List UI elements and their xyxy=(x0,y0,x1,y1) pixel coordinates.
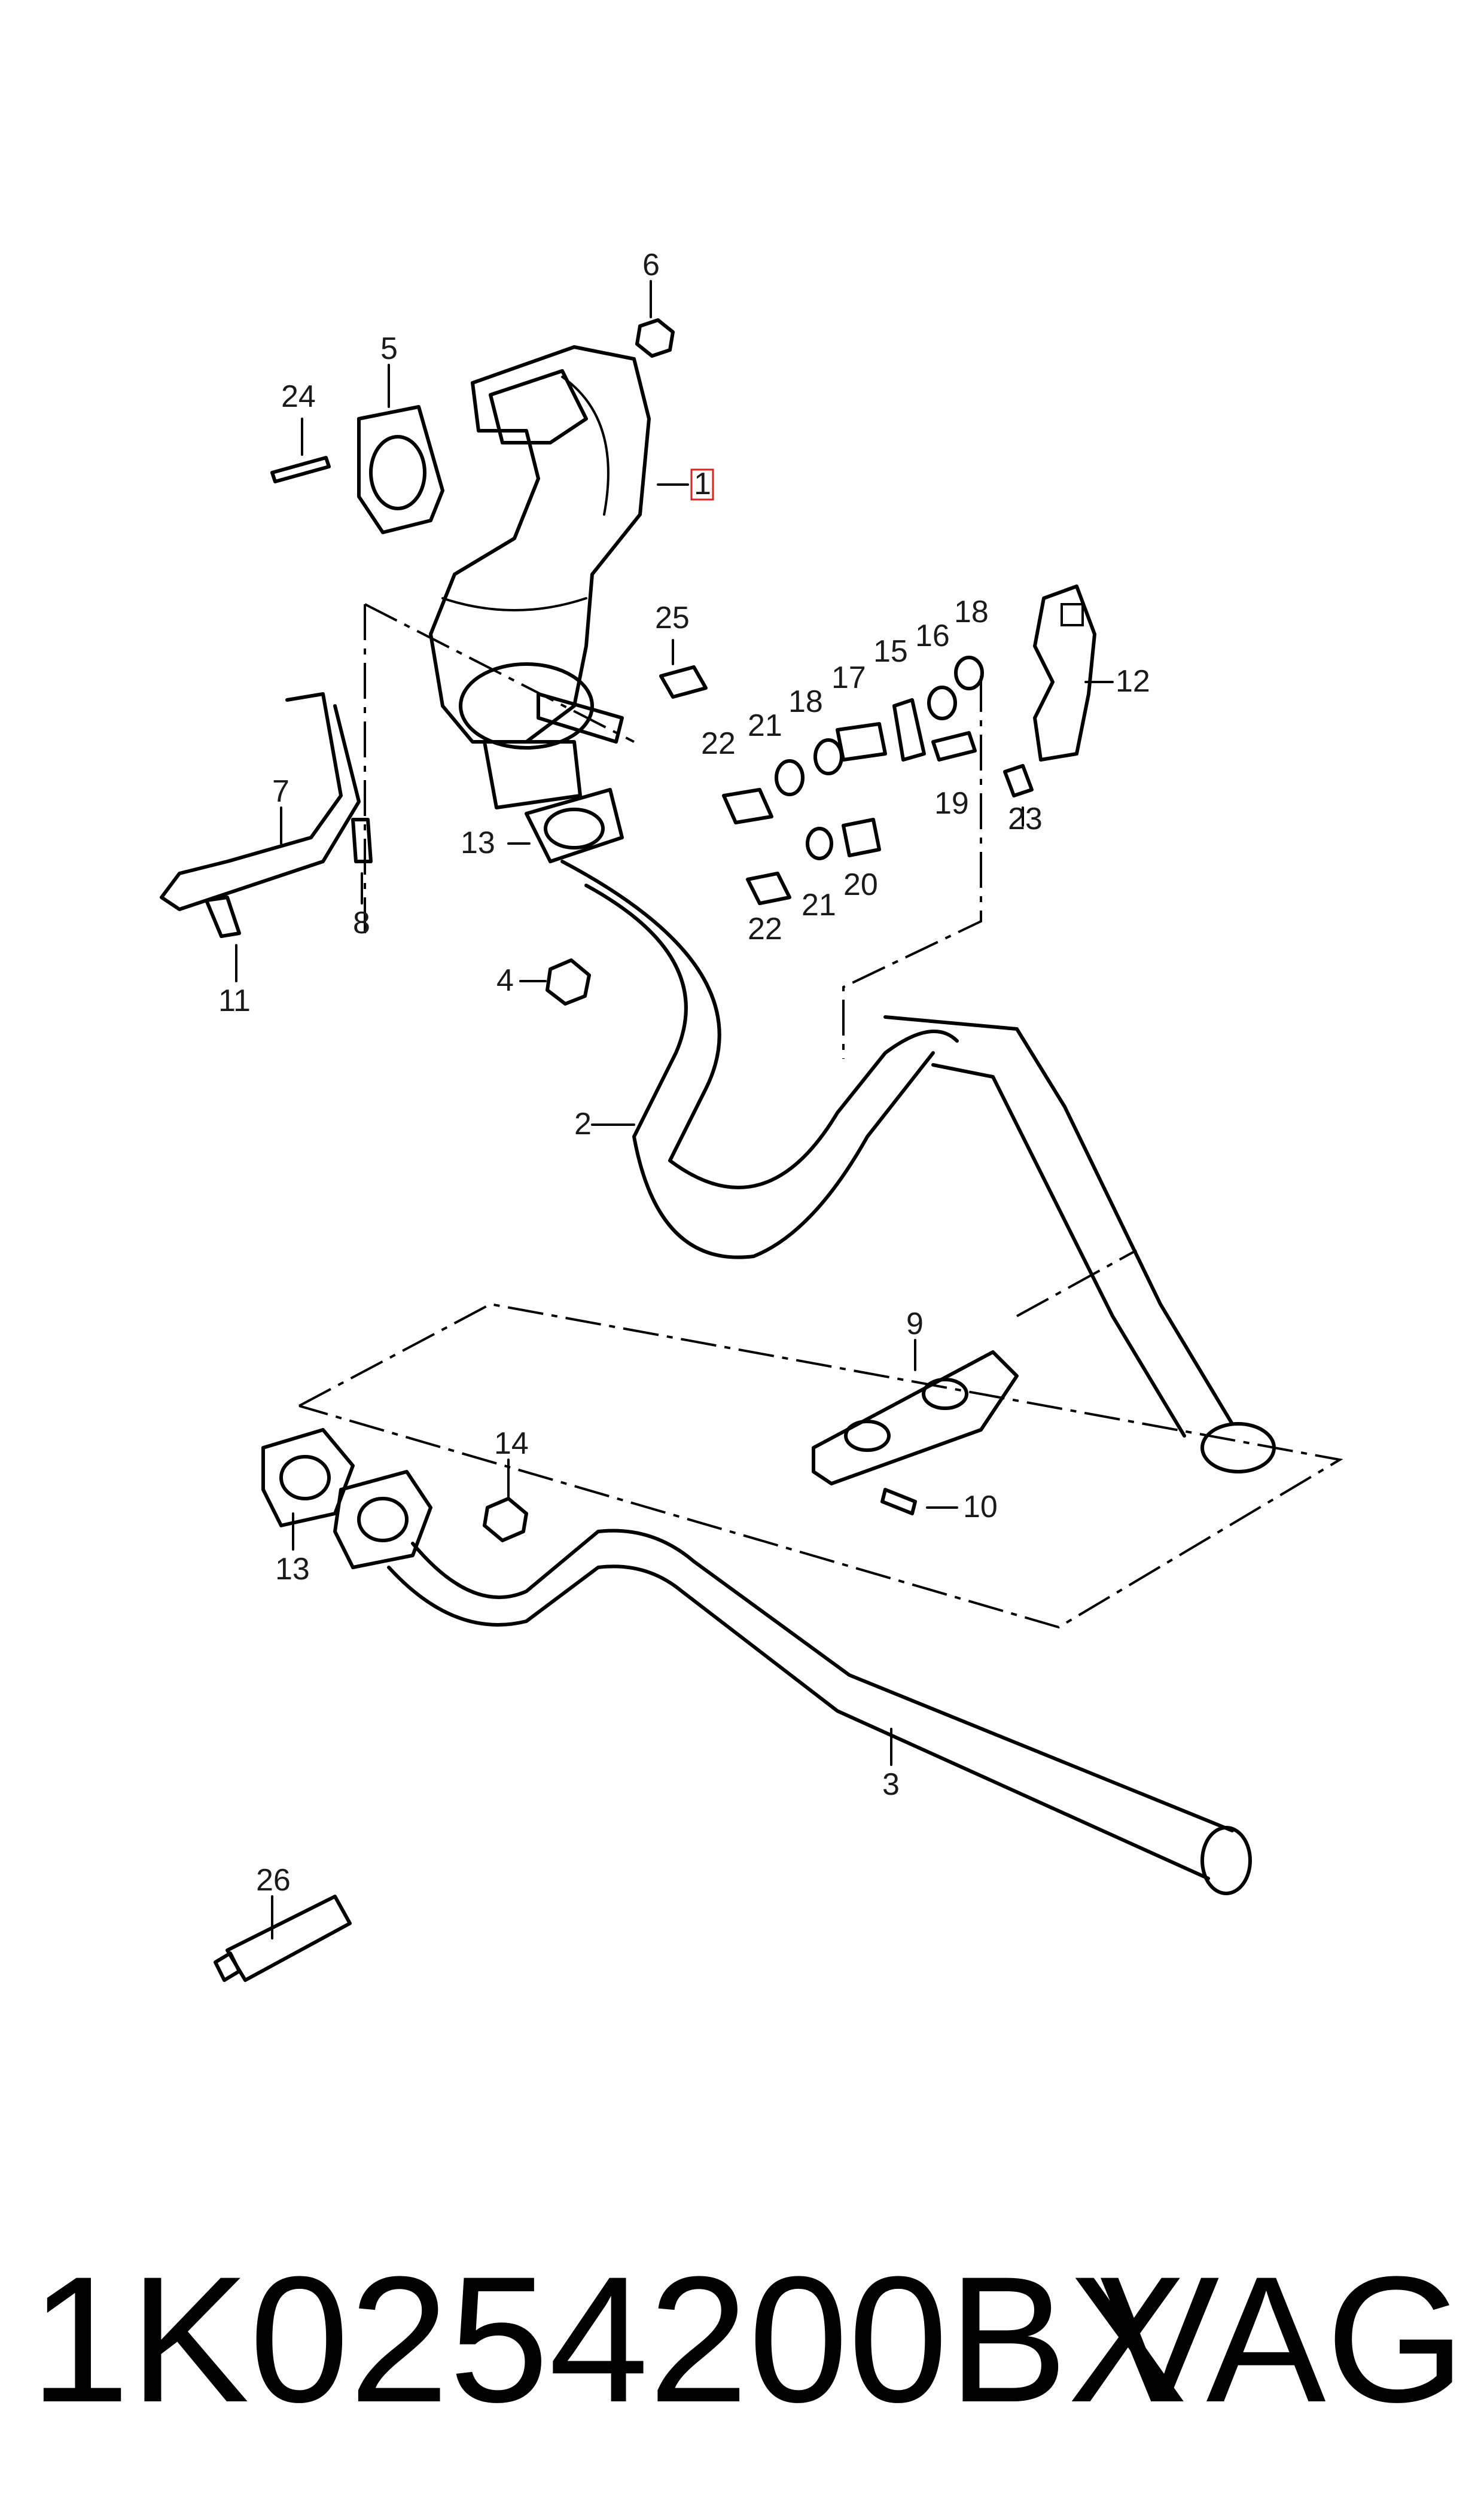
callout-21-upper[interactable]: 21 xyxy=(748,708,782,743)
callout-3[interactable]: 3 xyxy=(882,1767,900,1802)
callout-23[interactable]: 23 xyxy=(1008,802,1043,836)
callout-12[interactable]: 12 xyxy=(1116,664,1150,699)
callout-13-upper[interactable]: 13 xyxy=(461,826,495,860)
callout-2[interactable]: 2 xyxy=(574,1107,592,1141)
front-pipe[interactable] xyxy=(560,860,1276,1473)
callout-7[interactable]: 7 xyxy=(272,774,290,809)
nut-6[interactable] xyxy=(635,318,675,358)
assembly-lines xyxy=(298,603,1343,1629)
callout-19[interactable]: 19 xyxy=(934,786,969,821)
callout-15[interactable]: 15 xyxy=(873,634,908,669)
nut-14[interactable] xyxy=(483,1497,528,1542)
manifold-gasket[interactable] xyxy=(357,405,444,534)
callout-26[interactable]: 26 xyxy=(256,1863,291,1898)
callout-4[interactable]: 4 xyxy=(496,963,514,998)
callout-labels: 1 2 3 4 5 6 7 8 9 10 11 12 13 13 14 15 1… xyxy=(218,248,1150,1898)
callout-14[interactable]: 14 xyxy=(494,1426,529,1461)
leader-lines xyxy=(235,280,1114,1940)
callout-21-lower[interactable]: 21 xyxy=(802,888,836,922)
sealant-tube[interactable] xyxy=(214,1895,352,1982)
callout-10[interactable]: 10 xyxy=(963,1490,998,1524)
brand-name: VAG xyxy=(1099,2239,1465,2440)
flange-gasket-lower[interactable] xyxy=(261,1428,432,1569)
callout-18-right[interactable]: 18 xyxy=(954,595,989,629)
callout-5[interactable]: 5 xyxy=(380,331,398,366)
callout-24[interactable]: 24 xyxy=(281,379,316,414)
callout-22-lower[interactable]: 22 xyxy=(748,912,782,946)
callout-20[interactable]: 20 xyxy=(843,867,878,902)
flange-gasket-upper[interactable] xyxy=(525,788,624,863)
bracket-12[interactable] xyxy=(1033,584,1096,762)
callout-13-lower[interactable]: 13 xyxy=(275,1552,310,1587)
small-hardware-group[interactable] xyxy=(659,656,1034,905)
rear-pipe[interactable] xyxy=(387,1529,1252,1895)
callout-11[interactable]: 11 xyxy=(218,984,251,1018)
bolt-10[interactable] xyxy=(880,1488,917,1515)
callout-9[interactable]: 9 xyxy=(906,1307,924,1341)
callout-25[interactable]: 25 xyxy=(655,601,690,635)
part-number: 1K0254200BX xyxy=(30,2239,1188,2440)
callout-17[interactable]: 17 xyxy=(831,660,866,695)
heat-shield[interactable] xyxy=(812,1350,1019,1485)
callout-1[interactable]: 1 xyxy=(694,467,711,501)
callout-6[interactable]: 6 xyxy=(642,248,660,282)
callout-16[interactable]: 16 xyxy=(915,619,950,653)
nut-4[interactable] xyxy=(546,958,591,1006)
bolt-11[interactable] xyxy=(205,896,241,938)
catalytic-converter-manifold[interactable] xyxy=(429,345,651,809)
callout-8[interactable]: 8 xyxy=(353,906,370,940)
bolt-8[interactable] xyxy=(351,818,373,863)
footer-caption: 1K0254200BX VAG xyxy=(30,2225,1465,2453)
bracket-7[interactable] xyxy=(160,692,361,911)
stud-bolt[interactable] xyxy=(270,456,331,483)
callout-box-1 xyxy=(690,468,714,501)
callout-18-left[interactable]: 18 xyxy=(788,684,823,719)
callout-22-upper[interactable]: 22 xyxy=(701,726,736,761)
